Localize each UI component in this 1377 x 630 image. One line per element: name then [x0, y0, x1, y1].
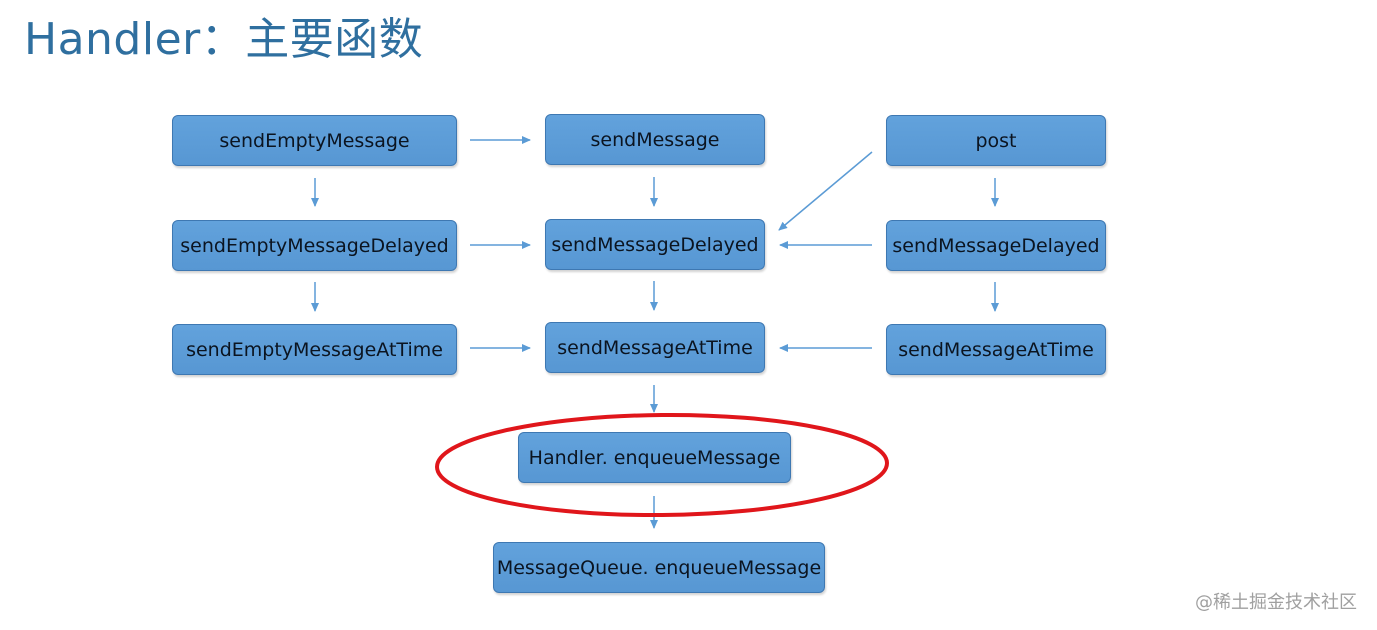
- highlight-ellipse: [435, 412, 889, 518]
- node-send-message-at-time-right: sendMessageAtTime: [886, 324, 1106, 375]
- node-send-message-at-time-center: sendMessageAtTime: [545, 322, 765, 373]
- node-message-queue-enqueue-message: MessageQueue. enqueueMessage: [493, 542, 825, 593]
- node-send-empty-message-at-time: sendEmptyMessageAtTime: [172, 324, 457, 375]
- arrow-post-to-sendmessagedelayed: [778, 151, 873, 231]
- node-post: post: [886, 115, 1106, 166]
- node-send-message-delayed-right: sendMessageDelayed: [886, 220, 1106, 271]
- node-send-message: sendMessage: [545, 114, 765, 165]
- page-title: Handler：主要函数: [24, 14, 424, 65]
- watermark: @稀土掘金技术社区: [1195, 592, 1357, 613]
- node-handler-enqueue-message: Handler. enqueueMessage: [518, 432, 791, 483]
- node-send-empty-message-delayed: sendEmptyMessageDelayed: [172, 220, 457, 271]
- node-send-message-delayed-center: sendMessageDelayed: [545, 219, 765, 270]
- node-send-empty-message: sendEmptyMessage: [172, 115, 457, 166]
